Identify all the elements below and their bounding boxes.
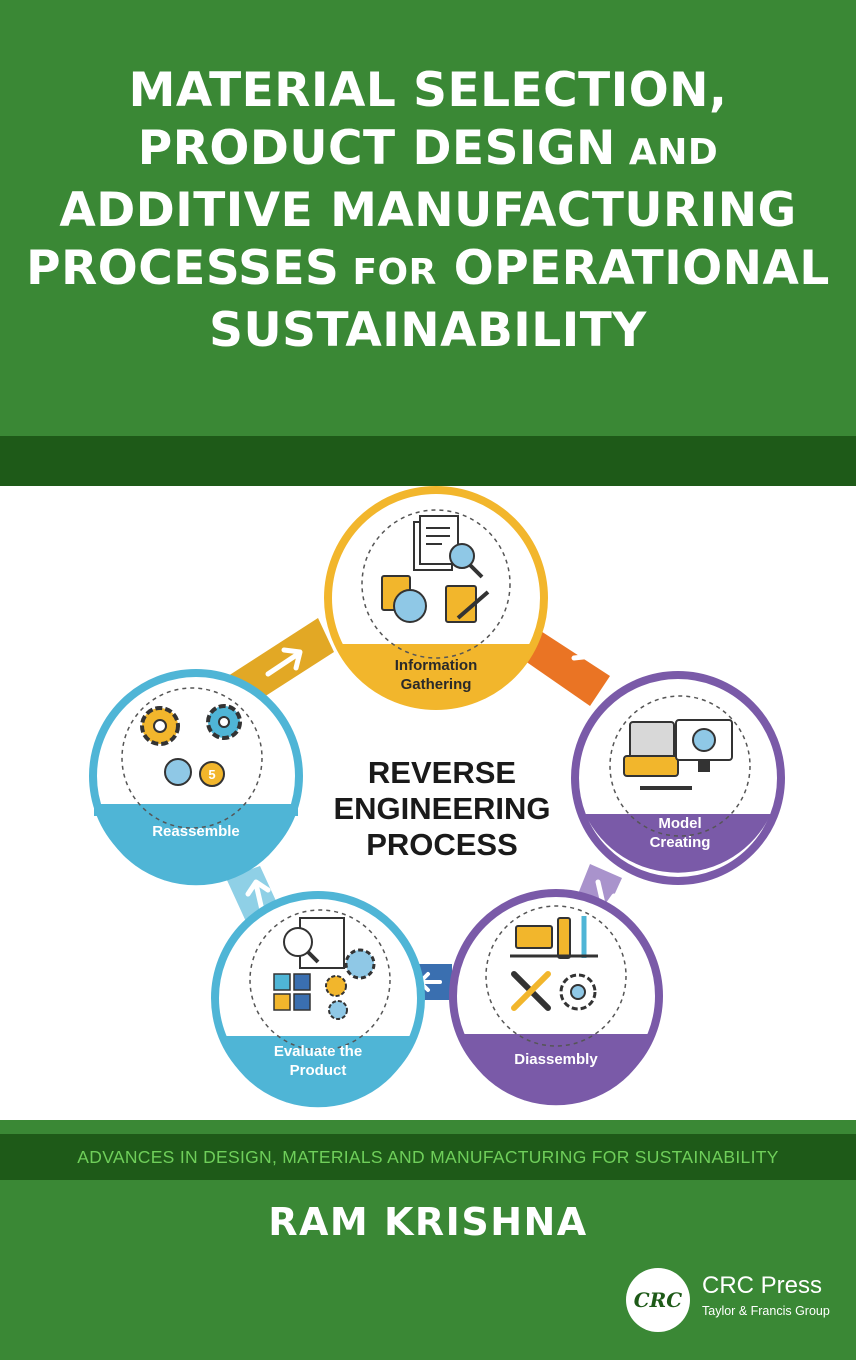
step-label-reassemble: Reassemble xyxy=(152,823,240,840)
publisher-logo: CRC CRC Press Taylor & Francis Group xyxy=(626,1266,846,1336)
step-label-product: Product xyxy=(290,1062,347,1079)
series-title: ADVANCES IN DESIGN, MATERIALS AND MANUFA… xyxy=(0,1134,856,1180)
connector-gathering-to-model xyxy=(515,624,610,706)
step-label-model: Model xyxy=(658,815,701,832)
center-line-reverse: REVERSE xyxy=(368,755,516,790)
diagram-center-title: REVERSE ENGINEERING PROCESS xyxy=(333,755,550,862)
step-information-gathering: Information Gathering xyxy=(324,486,548,710)
step-label-diassembly: Diassembly xyxy=(514,1051,598,1068)
dark-band-top xyxy=(0,436,856,486)
publisher-name: CRC Press xyxy=(702,1272,823,1299)
step-reassemble: 5 Reassemble xyxy=(89,669,303,886)
gears-assembly-icon: 5 xyxy=(140,704,242,787)
step-label-information: Information xyxy=(395,657,478,674)
author-name: RAM KRISHNA xyxy=(268,1200,588,1244)
title-line-4: PROCESSES FOR OPERATIONAL xyxy=(26,241,830,296)
title-line-2: PRODUCT DESIGN AND xyxy=(137,121,719,176)
step-label-creating: Creating xyxy=(650,834,711,851)
green-band-bottom xyxy=(0,1120,856,1134)
step-label-gathering: Gathering xyxy=(401,676,472,693)
title-line-1: MATERIAL SELECTION, xyxy=(128,63,728,118)
title-line-3: ADDITIVE MANUFACTURING xyxy=(59,183,797,238)
center-line-engineering: ENGINEERING xyxy=(333,791,550,826)
crc-badge-icon: CRC xyxy=(626,1268,690,1332)
step-evaluate-product: Evaluate the Product xyxy=(211,891,425,1108)
reverse-engineering-diagram: Information Gathering Model Creating xyxy=(89,486,785,1108)
step-model-creating: Model Creating xyxy=(571,671,785,885)
book-title: MATERIAL SELECTION, PRODUCT DESIGN AND A… xyxy=(0,62,856,360)
publisher-group: Taylor & Francis Group xyxy=(702,1304,830,1318)
evaluate-chart-icon xyxy=(273,917,376,1020)
cover-illustration: Information Gathering Model Creating xyxy=(0,486,856,1120)
title-panel: MATERIAL SELECTION, PRODUCT DESIGN AND A… xyxy=(0,0,856,436)
documents-search-icon xyxy=(381,515,490,623)
connector-reassemble-to-gathering xyxy=(228,618,334,706)
tools-gear-icon xyxy=(510,916,598,1011)
title-line-5: SUSTAINABILITY xyxy=(209,303,647,358)
step-disassembly: Diassembly xyxy=(449,889,663,1106)
author-panel: RAM KRISHNA CRC CRC Press Taylor & Franc… xyxy=(0,1180,856,1360)
step-label-evaluate: Evaluate the xyxy=(274,1043,362,1060)
badge-number: 5 xyxy=(208,767,215,782)
center-line-process: PROCESS xyxy=(366,827,518,862)
computer-model-icon xyxy=(623,719,733,790)
